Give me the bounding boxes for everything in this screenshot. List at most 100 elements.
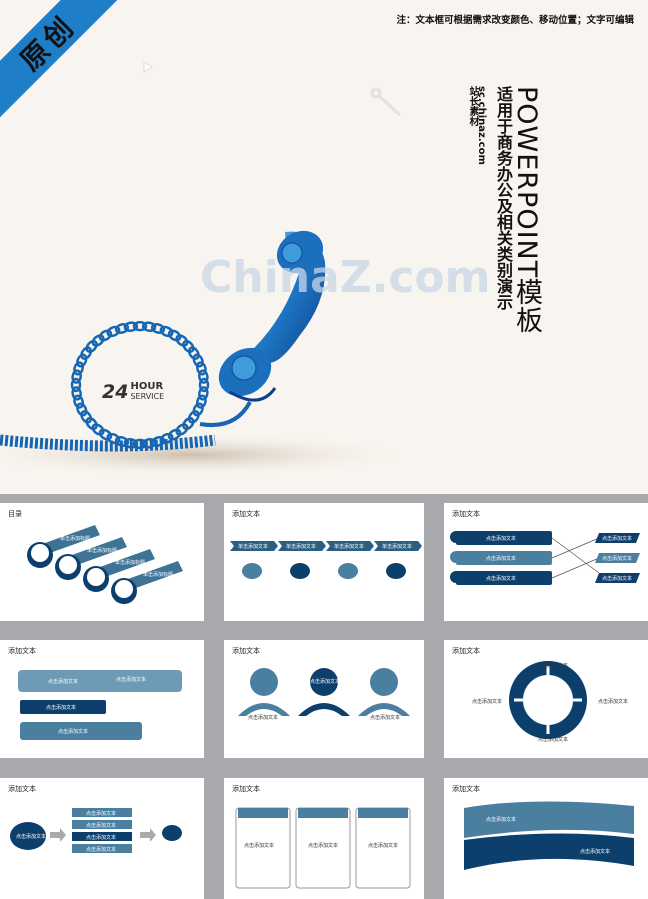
slide-thumb-4[interactable]: 添加文本 点击添加文本 点击添加文本 点击添加文本 点击添加文本 4	[0, 640, 204, 758]
cord-loop	[195, 394, 207, 409]
cord-loop	[73, 361, 85, 376]
slide-title: 添加文本	[452, 785, 480, 793]
cord-loop	[91, 334, 105, 347]
slide-thumb-7[interactable]: 添加文本 点击添加文本 点击添加文本 点击添加文本 点击添加文本 点击添加文本	[0, 778, 204, 899]
slide-title: 添加文本	[232, 647, 260, 655]
cord-loop	[114, 323, 130, 334]
item-label: 点击添加文本	[58, 729, 89, 735]
cord-loop	[167, 329, 182, 342]
thumbnail-grid: 目录 单击添加标题 单击添加标题 单击添加标题 单击添加标题 1 添加文本	[0, 494, 648, 899]
cord-loop	[192, 353, 204, 368]
cord-loop	[98, 329, 113, 342]
service-badge: 24 HOUR SERVICE	[102, 380, 182, 404]
item-label: 点击添加文本	[308, 843, 339, 849]
title-slide[interactable]: 原创 注：文本框可根据需求改变颜色、移动位置；文字可编辑	[0, 0, 648, 494]
cord-loop	[80, 410, 93, 424]
cord-loop	[195, 361, 207, 376]
cord-loop	[175, 334, 189, 347]
item-label: 点击添加文本	[370, 715, 401, 721]
item-label: 单击添加标题	[87, 548, 118, 554]
cord-loop	[106, 325, 121, 338]
item-label: 点击添加文本	[602, 576, 633, 582]
cord-loop	[132, 320, 148, 332]
cord-loop	[98, 428, 113, 441]
slide-thumb-8[interactable]: 添加文本 点击添加文本 点击添加文本 点击添加文本	[224, 778, 424, 899]
cord-loop	[198, 386, 209, 401]
main-title: POWERPOINT模板	[511, 86, 542, 335]
cord-loop	[167, 428, 182, 441]
item-label: 单击添加文本	[286, 544, 317, 550]
item-label: 点击添加文本	[16, 834, 47, 840]
item-label: 点击添加文本	[86, 823, 117, 829]
slide-title: 添加文本	[8, 647, 36, 655]
subtitle: 适用于商务办公及相关类别演示	[494, 86, 513, 310]
item-label: 单击添加标题	[143, 572, 174, 578]
cord-loop	[187, 410, 200, 424]
cord-loop	[91, 423, 105, 436]
cord-loop	[73, 394, 85, 409]
cord-loop	[71, 369, 82, 384]
cord-loop	[192, 402, 204, 417]
slide-thumb-2[interactable]: 添加文本 单击添加文本 单击添加文本 单击添加文本 单击添加文本 2	[224, 503, 424, 621]
item-label: 点击添加文本	[580, 849, 611, 855]
edit-note: 注：文本框可根据需求改变颜色、移动位置；文字可编辑	[396, 15, 634, 26]
item-label: 单击添加标题	[115, 560, 146, 566]
cord-loop	[150, 323, 166, 334]
cord-loop	[198, 369, 209, 384]
item-label: 单击添加文本	[334, 544, 365, 550]
item-label: 点击添加文本	[86, 811, 117, 817]
site-url: sc.chinaz.com	[476, 86, 487, 165]
cord-coil-icon	[70, 320, 210, 450]
hero-illustration: ChinaZ.com	[0, 61, 491, 477]
cord-loop	[175, 423, 189, 436]
item-label: 点击添加文本	[598, 699, 629, 705]
slide-thumb-5[interactable]: 添加文本 点击添加文本 点击添加文本 点击添加文本 5	[224, 640, 424, 758]
badge-line1: HOUR	[130, 381, 164, 392]
slide-title: 添加文本	[232, 785, 260, 793]
slide-thumb-3[interactable]: 添加文本 点击添加文本 点击添加文本 点击添加文本 点击添加文本 点击添加文本 …	[444, 503, 648, 621]
item-label: 点击添加文本	[538, 663, 569, 669]
phone-handset-icon	[218, 230, 326, 402]
cord-loop	[71, 386, 82, 401]
cord-loop	[198, 377, 210, 393]
item-label: 点击添加文本	[486, 576, 517, 582]
slide-title: 目录	[8, 510, 22, 518]
cord-loop	[80, 346, 93, 360]
slide-thumb-6[interactable]: 添加文本 点击添加文本 点击添加文本 点击添加文本 点击添加文本 6	[444, 640, 648, 758]
cord-loop	[85, 417, 98, 431]
cord-loop	[187, 346, 200, 360]
cord-loop	[141, 321, 157, 333]
cord-loop	[182, 339, 195, 353]
item-label: 点击添加文本	[472, 699, 503, 705]
item-label: 点击添加文本	[486, 536, 517, 542]
item-label: 点击添加文本	[486, 817, 517, 823]
cord-loop	[85, 339, 98, 353]
item-label: 点击添加文本	[244, 843, 275, 849]
item-label: 单击添加标题	[60, 536, 91, 542]
slide-title: 添加文本	[8, 785, 36, 793]
item-label: 点击添加文本	[86, 847, 117, 853]
item-label: 点击添加文本	[248, 715, 279, 721]
slide-title: 添加文本	[452, 510, 480, 518]
item-label: 单击添加文本	[238, 544, 269, 550]
badge-number: 24	[102, 381, 129, 403]
item-label: 点击添加文本	[486, 556, 517, 562]
item-label: 单击添加文本	[382, 544, 413, 550]
slide-thumb-1[interactable]: 目录 单击添加标题 单击添加标题 单击添加标题 单击添加标题 1	[0, 503, 204, 621]
item-label: 点击添加文本	[46, 705, 77, 711]
item-label: 点击添加文本	[116, 677, 147, 683]
watermark: ChinaZ.com	[200, 252, 491, 303]
play-icon	[143, 61, 153, 73]
slide-thumb-9[interactable]: 添加文本 点击添加文本 点击添加文本	[444, 778, 648, 899]
cord-loop	[123, 321, 139, 333]
cord-loop	[76, 353, 88, 368]
item-label: 点击添加文本	[48, 679, 79, 685]
item-label: 点击添加文本	[602, 556, 633, 562]
floor-shadow	[0, 433, 420, 477]
brand-name: 站长素材	[467, 86, 478, 126]
item-label: 点击添加文本	[538, 737, 569, 743]
cord-loop	[182, 417, 195, 431]
item-label: 点击添加文本	[86, 835, 117, 841]
item-label: 点击添加文本	[602, 536, 633, 542]
